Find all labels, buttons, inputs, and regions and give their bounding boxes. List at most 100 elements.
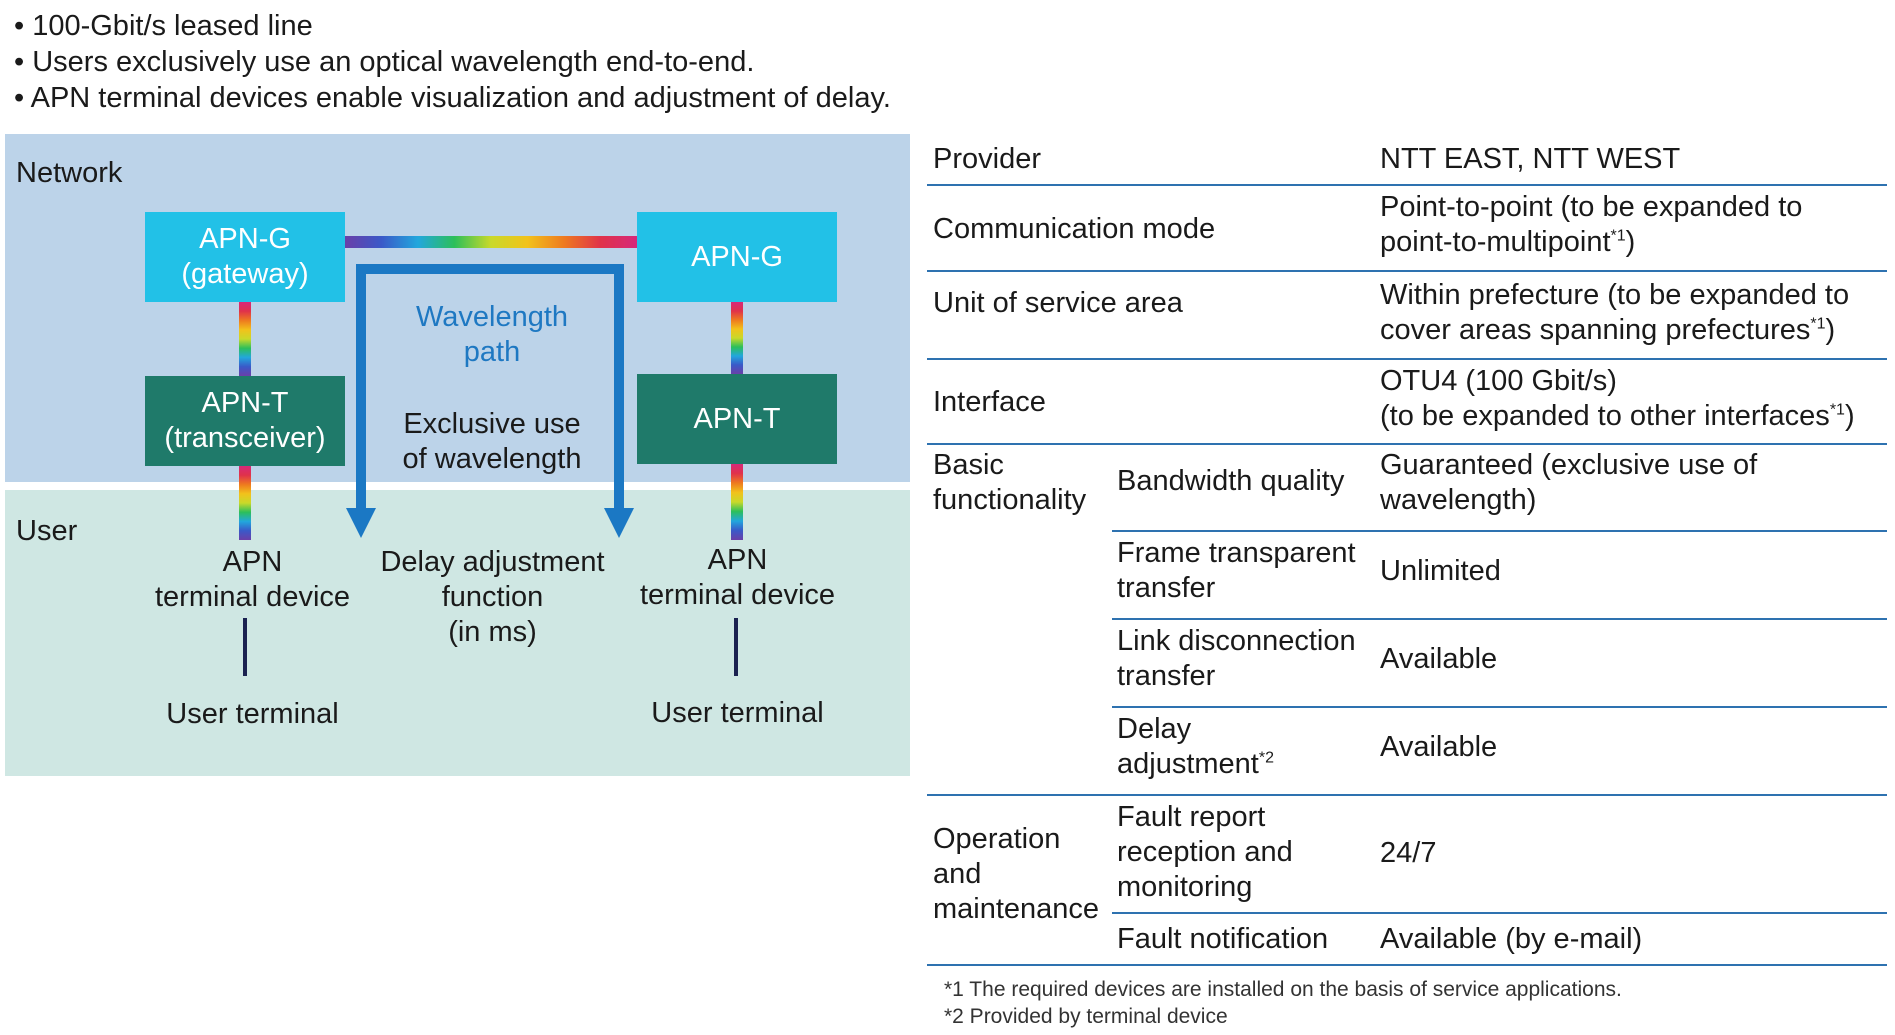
service-area-line1: Within prefecture (to be expanded to bbox=[1380, 279, 1850, 311]
bandwidth-value-line2: wavelength) bbox=[1380, 484, 1537, 516]
fault-report-value: 24/7 bbox=[1380, 837, 1437, 869]
fault-report-line2: reception and bbox=[1117, 836, 1293, 868]
bullet-2: • Users exclusively use an optical wavel… bbox=[14, 46, 755, 78]
interface-value: OTU4 (100 Gbit/s) (to be expanded to oth… bbox=[1380, 364, 1855, 434]
communication-mode-tail: ) bbox=[1625, 226, 1636, 258]
bandwidth-value-line1: Guaranteed (exclusive use of bbox=[1380, 449, 1758, 481]
link-disconnection-value: Available bbox=[1380, 643, 1498, 675]
user-zone bbox=[5, 490, 910, 776]
row-divider bbox=[927, 358, 1887, 360]
apn-t-left-subtitle: (transceiver) bbox=[164, 422, 326, 454]
link-label-line1: Link disconnection bbox=[1117, 625, 1356, 657]
interface-line2: (to be expanded to other interfaces*1) bbox=[1380, 399, 1855, 434]
communication-mode-line2: point-to-multipoint*1) bbox=[1380, 225, 1802, 260]
service-area-label: Unit of service area bbox=[933, 287, 1183, 319]
fault-report-line3: monitoring bbox=[1117, 871, 1253, 903]
row-divider bbox=[1112, 912, 1887, 914]
bandwidth-quality-value: Guaranteed (exclusive use of wavelength) bbox=[1380, 448, 1757, 518]
row-divider bbox=[927, 443, 1887, 445]
delay-label-line1: Delay bbox=[1117, 713, 1192, 745]
interface-label: Interface bbox=[933, 386, 1046, 418]
apn-g-left-subtitle: (gateway) bbox=[181, 258, 309, 290]
row-divider bbox=[1112, 530, 1887, 532]
provider-value: NTT EAST, NTT WEST bbox=[1380, 143, 1681, 175]
frame-label-line2: transfer bbox=[1117, 572, 1216, 604]
communication-mode-line2-text: point-to-multipoint bbox=[1380, 226, 1611, 258]
frame-transfer-value: Unlimited bbox=[1380, 555, 1501, 587]
rainbow-link-left-upper bbox=[239, 302, 251, 376]
wavelength-arrow-right-icon bbox=[604, 508, 634, 538]
rainbow-link-horizontal bbox=[345, 236, 637, 248]
provider-label: Provider bbox=[933, 143, 1041, 175]
user-label: User bbox=[16, 515, 78, 547]
terminal-left-line2: terminal device bbox=[154, 581, 351, 613]
rainbow-link-right-upper bbox=[731, 302, 743, 374]
service-area-line2-text: cover areas spanning prefectures bbox=[1380, 314, 1811, 346]
row-divider bbox=[1112, 618, 1887, 620]
fault-notification-label: Fault notification bbox=[1117, 923, 1329, 955]
om-group-line1: Operation bbox=[933, 823, 1061, 855]
delay-function-line1: Delay adjustment bbox=[380, 546, 605, 578]
apn-t-transceiver-box: APN-T(transceiver) bbox=[145, 376, 345, 466]
basic-group-line1: Basic bbox=[933, 449, 1004, 481]
basic-group-line2: functionality bbox=[933, 484, 1087, 516]
delay-label-line2: adjustment*2 bbox=[1117, 747, 1274, 782]
apn-terminal-device-right: APN terminal device bbox=[620, 543, 855, 613]
frame-transfer-label: Frame transparent transfer bbox=[1117, 536, 1356, 606]
delay-label-line2-text: adjustment bbox=[1117, 748, 1259, 780]
delay-adjustment-label: Delay adjustment*2 bbox=[1117, 712, 1274, 782]
service-area-value: Within prefecture (to be expanded to cov… bbox=[1380, 278, 1849, 348]
communication-mode-value: Point-to-point (to be expanded to point-… bbox=[1380, 190, 1802, 260]
bandwidth-quality-label: Bandwidth quality bbox=[1117, 465, 1345, 497]
terminal-right-line2: terminal device bbox=[639, 579, 836, 611]
wavelength-path-right bbox=[614, 264, 624, 512]
footnote-2: *2 Provided by terminal device bbox=[944, 1005, 1228, 1028]
rainbow-link-left-lower bbox=[239, 466, 251, 540]
basic-functionality-group-label: Basic functionality bbox=[933, 448, 1086, 518]
service-area-tail: ) bbox=[1825, 314, 1836, 346]
apn-g-left-title: APN-G bbox=[199, 223, 291, 255]
fault-notification-value: Available (by e-mail) bbox=[1380, 923, 1643, 955]
communication-mode-label: Communication mode bbox=[933, 213, 1216, 245]
delay-function-line3: (in ms) bbox=[448, 616, 537, 648]
interface-tail: ) bbox=[1844, 400, 1855, 432]
footnote-1: *1 The required devices are installed on… bbox=[944, 978, 1622, 1001]
intro-bullets: • 100-Gbit/s leased line • Users exclusi… bbox=[14, 8, 891, 116]
footnote-ref-1: *1 bbox=[1610, 227, 1626, 245]
wavelength-path-label: Wavelength path bbox=[392, 300, 592, 370]
apn-t-left-title: APN-T bbox=[201, 387, 289, 419]
network-label: Network bbox=[16, 157, 123, 189]
fault-report-line1: Fault report bbox=[1117, 801, 1266, 833]
rainbow-link-right-lower bbox=[731, 464, 743, 540]
operation-maintenance-group-label: Operation and maintenance bbox=[933, 822, 1099, 927]
apn-t-right-box: APN-T bbox=[637, 374, 837, 464]
user-terminal-right: User terminal bbox=[651, 697, 824, 729]
apn-g-right-title: APN-G bbox=[691, 240, 783, 273]
link-disconnection-label: Link disconnection transfer bbox=[1117, 624, 1356, 694]
terminal-link-right bbox=[734, 618, 738, 676]
row-divider bbox=[927, 184, 1887, 186]
communication-mode-line1: Point-to-point (to be expanded to bbox=[1380, 191, 1803, 223]
service-area-line2: cover areas spanning prefectures*1) bbox=[1380, 313, 1849, 348]
delay-adjustment-function-label: Delay adjustment function (in ms) bbox=[365, 545, 620, 650]
om-group-line3: maintenance bbox=[933, 893, 1100, 925]
wavelength-path-top bbox=[356, 264, 624, 274]
bullet-3: • APN terminal devices enable visualizat… bbox=[14, 82, 891, 114]
apn-g-gateway-box: APN-G(gateway) bbox=[145, 212, 345, 302]
terminal-right-line1: APN bbox=[707, 544, 768, 576]
wavelength-path-line1: Wavelength bbox=[415, 301, 569, 333]
exclusive-use-line1: Exclusive use bbox=[403, 408, 581, 440]
apn-terminal-device-left: APN terminal device bbox=[135, 545, 370, 615]
user-terminal-left: User terminal bbox=[166, 698, 339, 730]
wavelength-path-line2: path bbox=[463, 336, 521, 368]
exclusive-use-line2: of wavelength bbox=[402, 443, 582, 475]
fault-report-label: Fault report reception and monitoring bbox=[1117, 800, 1293, 905]
interface-line1: OTU4 (100 Gbit/s) bbox=[1380, 365, 1617, 397]
wavelength-path-left bbox=[356, 264, 366, 512]
terminal-link-left bbox=[243, 618, 247, 676]
apn-t-right-title: APN-T bbox=[693, 402, 781, 435]
terminal-left-line1: APN bbox=[222, 546, 283, 578]
row-divider bbox=[927, 794, 1887, 796]
row-divider bbox=[927, 964, 1887, 966]
delay-adjustment-value: Available bbox=[1380, 731, 1498, 763]
